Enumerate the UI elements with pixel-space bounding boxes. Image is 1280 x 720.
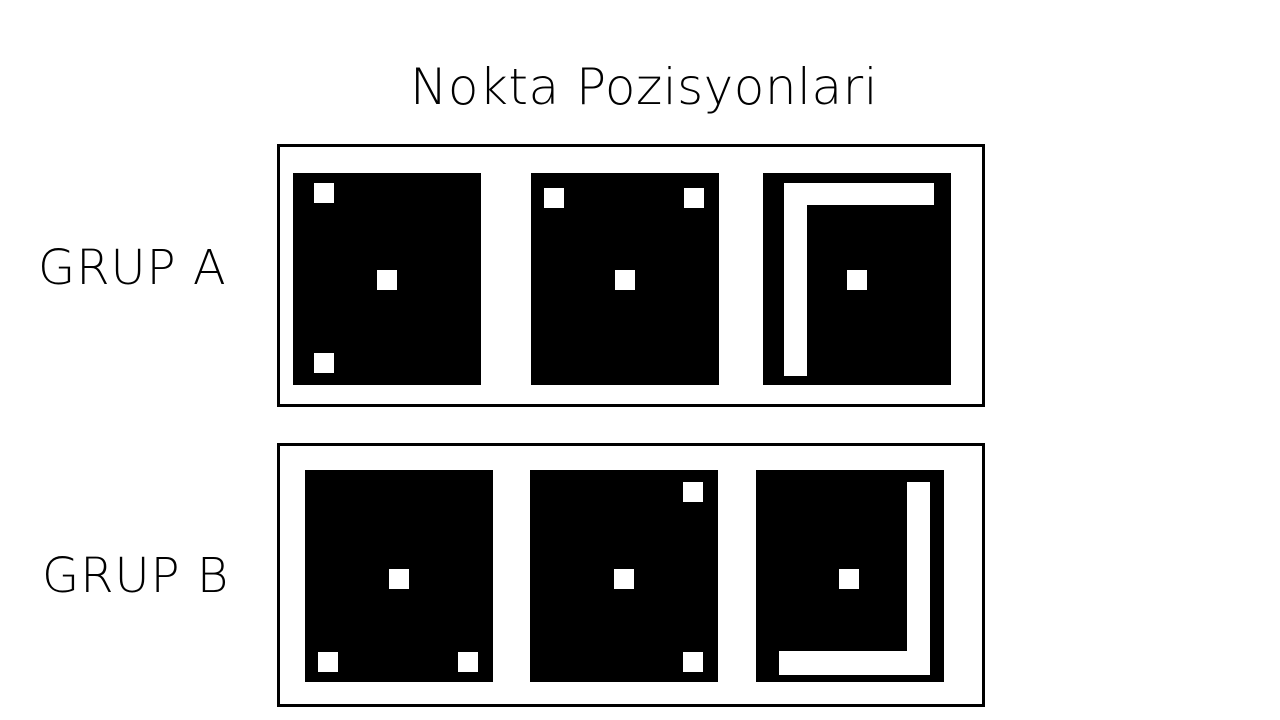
center-dot [614, 569, 634, 589]
bottom-bar [779, 651, 930, 675]
group-b-label: GRUP B [42, 548, 230, 604]
top-left-dot [544, 188, 564, 208]
top-bar [784, 183, 934, 205]
top-right-dot [683, 482, 703, 502]
center-dot [389, 569, 409, 589]
bottom-right-dot [458, 652, 478, 672]
top-left-dot [314, 183, 334, 203]
top-right-dot [684, 188, 704, 208]
right-bar [907, 482, 930, 675]
group-b-panel-3 [756, 470, 944, 682]
group-a-panel-1 [293, 173, 481, 385]
page-title: Nokta Pozisyonlari [409, 58, 879, 116]
group-b-panel-1 [305, 470, 493, 682]
center-dot [847, 270, 867, 290]
center-dot [377, 270, 397, 290]
group-a-panel-2 [531, 173, 719, 385]
center-dot [615, 270, 635, 290]
left-bar [784, 183, 807, 376]
bottom-left-dot [318, 652, 338, 672]
bottom-right-dot [683, 652, 703, 672]
group-b-frame [277, 443, 985, 707]
group-a-label: GRUP A [38, 240, 227, 296]
group-a-frame [277, 144, 985, 407]
group-b-panel-2 [530, 470, 718, 682]
center-dot [839, 569, 859, 589]
bottom-left-dot [314, 353, 334, 373]
group-a-panel-3 [763, 173, 951, 385]
